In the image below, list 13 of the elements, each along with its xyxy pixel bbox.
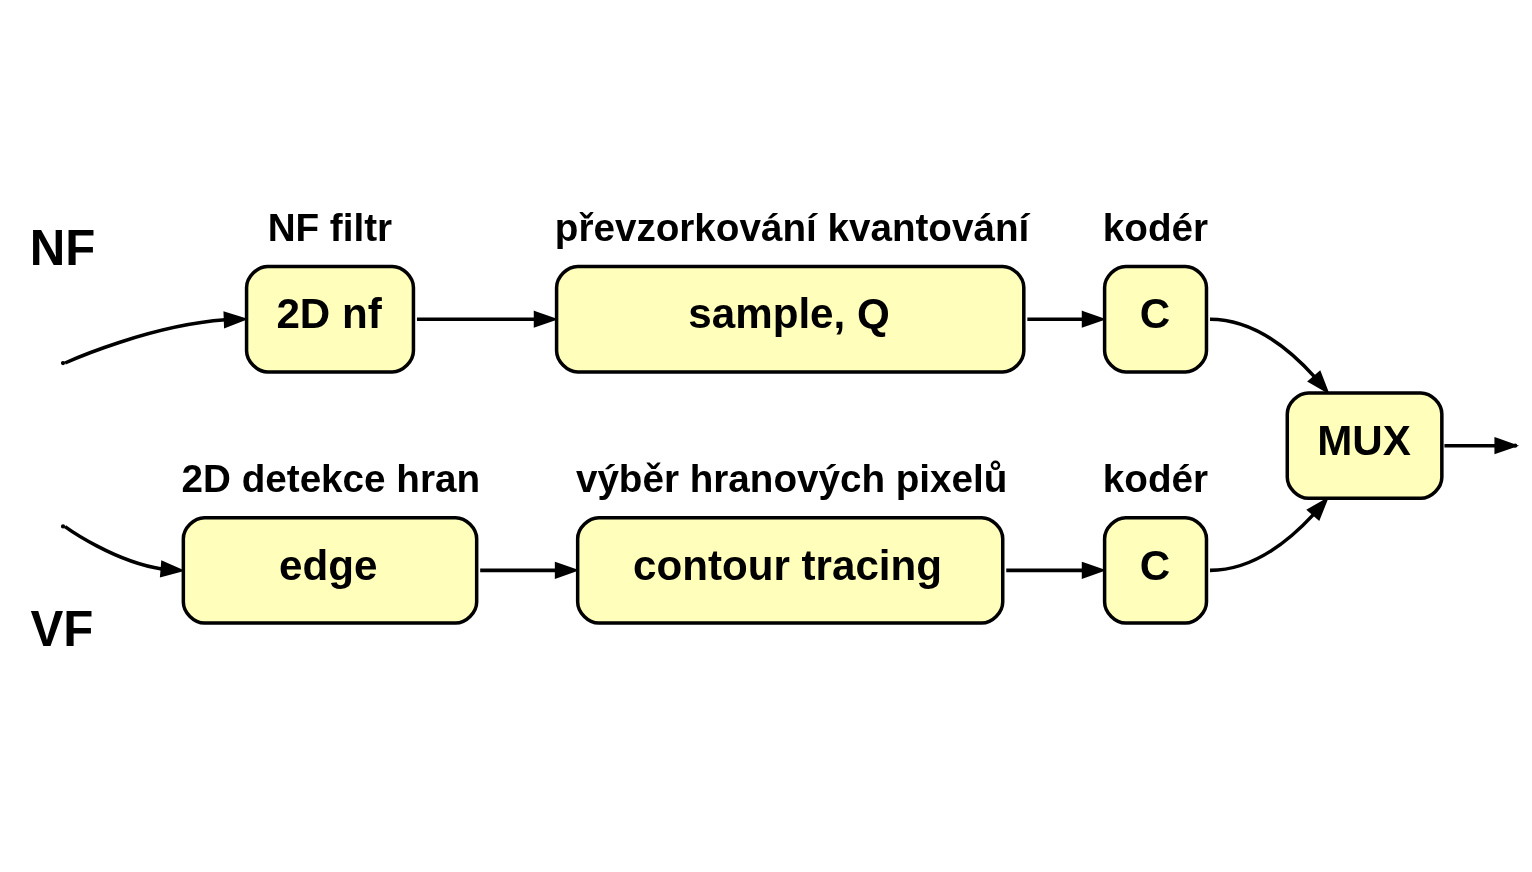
node-label: NF filtr	[267, 206, 393, 250]
node-label: výběr hranových pixelů	[575, 457, 1008, 501]
arrow	[416, 310, 559, 328]
label: NF	[29, 219, 96, 275]
arrow	[480, 561, 580, 579]
arrow	[1027, 310, 1107, 328]
arrow	[1209, 317, 1330, 395]
node-label: 2D detekce hran	[181, 457, 480, 501]
label: VF	[30, 600, 94, 656]
node-label: kodér	[1102, 457, 1209, 501]
arrow	[1006, 561, 1107, 579]
node-label: převzorkování kvantování	[554, 206, 1030, 250]
node-label: kodér	[1102, 206, 1209, 250]
